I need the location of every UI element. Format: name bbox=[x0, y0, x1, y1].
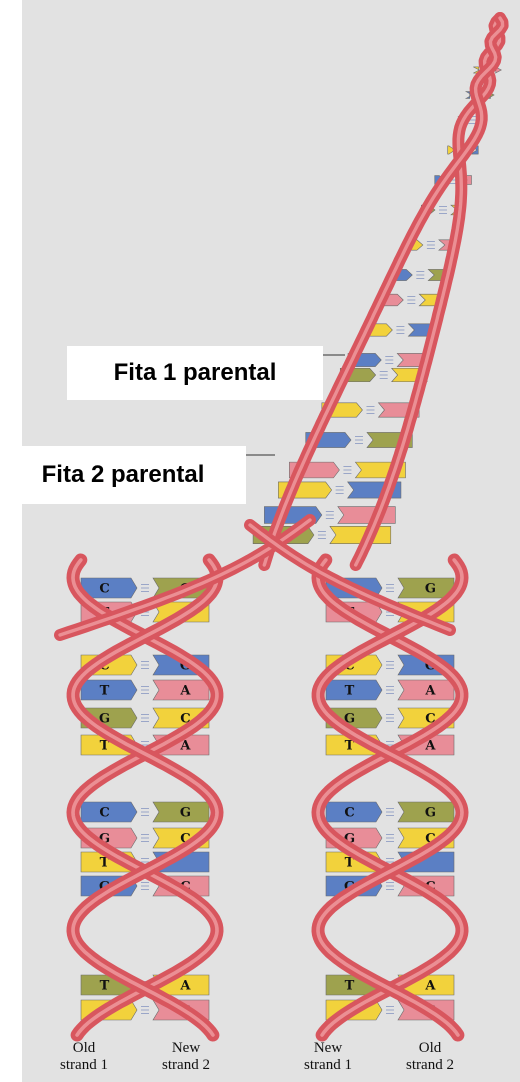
label-old-strand-2-line2: strand 2 bbox=[385, 1057, 475, 1074]
label-new-strand-2: New strand 2 bbox=[141, 1040, 231, 1074]
right-daughter-rung-10-left-letter: T bbox=[345, 979, 355, 994]
callout-parental-strand-1: Fita 1 parental bbox=[67, 346, 323, 400]
label-new-strand-2-line2: strand 2 bbox=[141, 1057, 231, 1074]
label-old-strand-1-line2: strand 1 bbox=[39, 1057, 129, 1074]
left-daughter-rung-10-left-letter: T bbox=[100, 979, 110, 994]
label-new-strand-1: New strand 1 bbox=[283, 1040, 373, 1074]
right-daughter-rung-3-left-letter: T bbox=[345, 684, 355, 699]
right-daughter-rung-6-right-letter: G bbox=[425, 806, 436, 821]
left-daughter-rung-6-right-letter: G bbox=[180, 806, 191, 821]
label-new-strand-1-line2: strand 1 bbox=[283, 1057, 373, 1074]
right-daughter-rung-0-right-letter: G bbox=[425, 582, 436, 597]
left-daughter-rung-6-left-letter: C bbox=[99, 806, 109, 821]
left-daughter-helix: CGTCGTAGCTACGGCTGCTACG bbox=[73, 560, 217, 1035]
callout-parental-strand-2: Fita 2 parental bbox=[0, 446, 246, 504]
left-daughter-rung-3-right-letter: A bbox=[179, 684, 191, 699]
label-new-strand-2-line1: New bbox=[141, 1040, 231, 1057]
left-daughter-rung-0-left-letter: C bbox=[99, 582, 109, 597]
label-old-strand-2-line1: Old bbox=[385, 1040, 475, 1057]
label-old-strand-1-line1: Old bbox=[39, 1040, 129, 1057]
right-daughter-rung-6-left-letter: C bbox=[344, 806, 354, 821]
label-old-strand-2: Old strand 2 bbox=[385, 1040, 475, 1074]
parental-rung-17-right-base bbox=[330, 526, 391, 543]
label-new-strand-1-line1: New bbox=[283, 1040, 373, 1057]
right-daughter-rung-3-right-letter: A bbox=[424, 684, 436, 699]
parental-helix bbox=[246, 18, 503, 565]
right-daughter-rung-10-right-letter: A bbox=[424, 979, 436, 994]
label-old-strand-1: Old strand 1 bbox=[39, 1040, 129, 1074]
left-daughter-rung-3-left-letter: T bbox=[100, 684, 110, 699]
left-daughter-rung-10-right-letter: A bbox=[179, 979, 191, 994]
